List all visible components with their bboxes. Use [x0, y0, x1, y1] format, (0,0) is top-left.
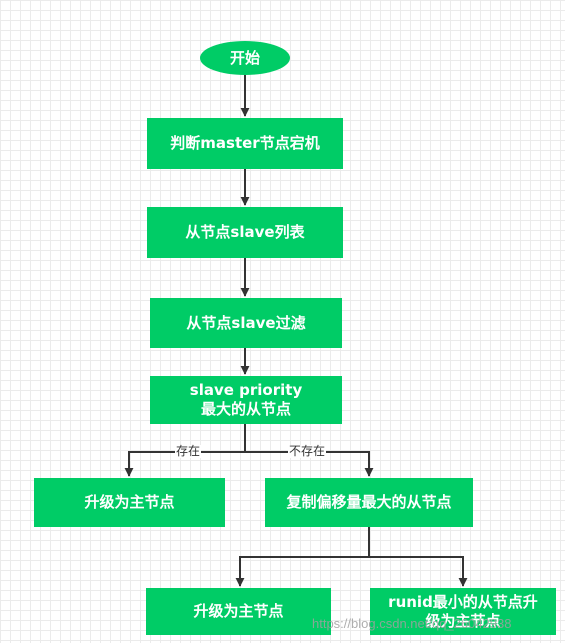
slave-filter-node: 从节点slave过滤 [150, 298, 342, 348]
edge-label-exists: 存在 [175, 444, 202, 458]
promote-master-node-a: 升级为主节点 [34, 478, 225, 527]
slave-list-node: 从节点slave列表 [147, 207, 343, 258]
edge-offset-to-promote [235, 527, 370, 587]
detect-master-down-node: 判断master节点宕机 [147, 118, 343, 169]
edge-priority-branch-not-exists [245, 451, 374, 477]
promote-master-node-b: 升级为主节点 [146, 588, 331, 635]
start-node: 开始 [200, 41, 290, 75]
edge-offset-to-runid [369, 556, 468, 587]
watermark-text: https://blog.csdn.net/qq_26042938 [312, 616, 512, 631]
max-priority-node: slave priority 最大的从节点 [150, 376, 342, 424]
max-offset-node: 复制偏移量最大的从节点 [265, 478, 473, 527]
edge-label-not-exists: 不存在 [288, 444, 327, 458]
min-runid-node: runid最小的从节点升 级为主节点 [370, 588, 556, 635]
